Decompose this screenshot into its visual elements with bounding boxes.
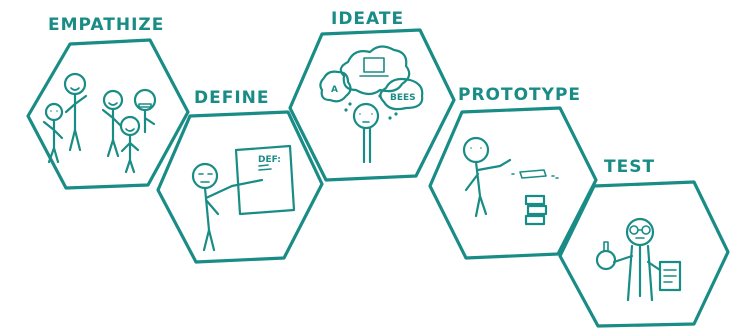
stage-prototype: PROTOTYPE (428, 85, 598, 260)
stage-define: DEFINE DEF: (156, 88, 324, 264)
test-hexagon (558, 180, 730, 328)
stage-label-test: TEST (604, 157, 655, 177)
prototype-building-illustration (462, 136, 559, 226)
empathize-crowd-illustration (42, 72, 157, 174)
stage-label-ideate: IDEATE (331, 9, 404, 29)
stage-test: TEST (558, 157, 730, 328)
define-whiteboard-illustration: DEF: (191, 144, 296, 252)
ideate-cloud-text: BEES (390, 93, 416, 103)
define-hexagon (156, 110, 324, 264)
stage-empathize: EMPATHIZE (26, 15, 190, 190)
stage-label-prototype: PROTOTYPE (458, 85, 581, 105)
test-lab-person-illustration (595, 217, 682, 302)
ideate-cloud-letter: A (331, 85, 338, 95)
stage-label-define: DEFINE (194, 88, 270, 108)
define-board-text: DEF: (258, 155, 281, 165)
stage-ideate: IDEATE A BEES (288, 9, 456, 182)
ideate-thought-cloud-illustration: A BEES (319, 45, 424, 164)
stage-label-empathize: EMPATHIZE (48, 15, 164, 35)
